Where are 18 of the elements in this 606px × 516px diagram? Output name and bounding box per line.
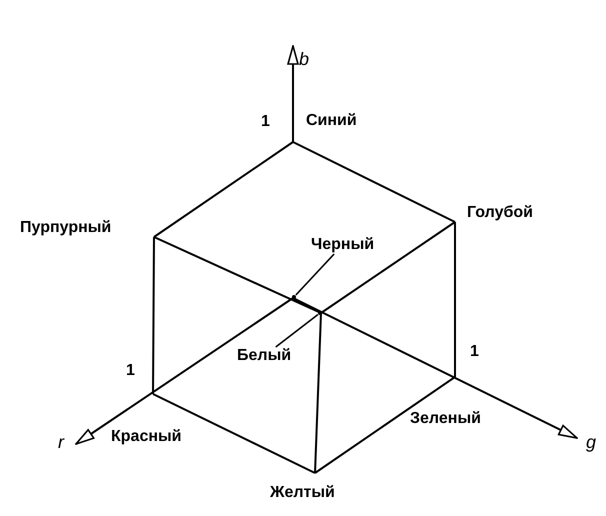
leader-line (275, 314, 318, 348)
vertex-label: Голубой (467, 204, 533, 222)
vertex-label: Зеленый (410, 410, 481, 428)
vertex-label: Белый (237, 347, 292, 365)
leader-line (295, 253, 335, 296)
axis-label: b (299, 50, 310, 68)
vertex-label: Пурпурный (20, 219, 112, 237)
vertex-label: Синий (306, 112, 357, 130)
tick-label: 1 (261, 113, 270, 131)
vertex-label: Желтый (270, 484, 335, 502)
vertex-label: Красный (111, 428, 182, 446)
axis-label: r (58, 433, 64, 451)
axis-label: g (586, 433, 596, 451)
tick-label: 1 (126, 362, 135, 380)
vertex-point (318, 311, 322, 315)
vertex-point (292, 295, 296, 299)
vertex-label: Черный (311, 236, 374, 254)
tick-label: 1 (470, 343, 479, 361)
